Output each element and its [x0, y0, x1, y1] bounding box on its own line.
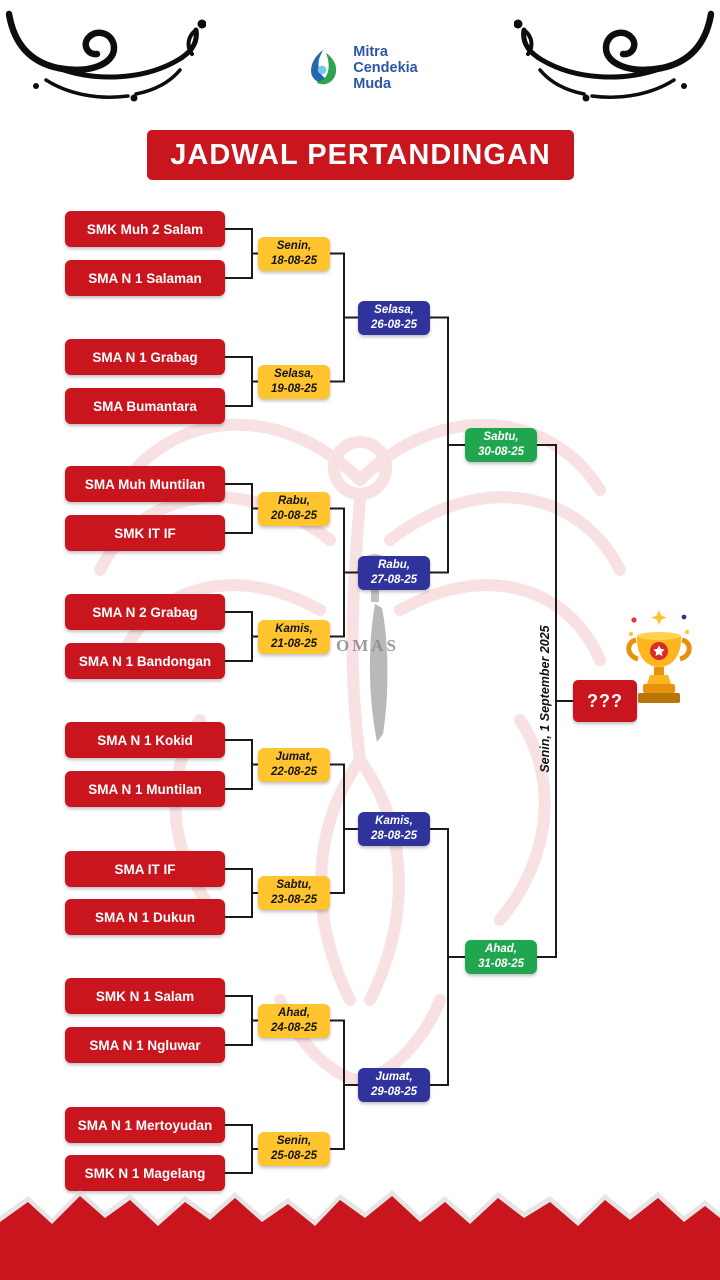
torn-paper-edge [0, 1190, 720, 1280]
logo-drop-icon [311, 50, 337, 85]
team-box: SMA N 1 Bandongan [65, 643, 225, 679]
match-day: Jumat, [275, 751, 313, 764]
match-day: Sabtu, [276, 879, 312, 892]
match-date: 23-08-25 [270, 894, 318, 906]
logo-line: Mitra [353, 44, 388, 60]
team-box: SMK Muh 2 Salam [65, 211, 225, 247]
team-box: SMA Muh Muntilan [65, 466, 225, 502]
semifinal-date-box: Sabtu, 30-08-25 [465, 428, 537, 462]
round2-date-box: Rabu, 27-08-25 [358, 556, 430, 590]
match-day: Kamis, [275, 623, 313, 636]
match-date: 21-08-25 [270, 638, 318, 650]
final-date-label: Senin, 1 September 2025 [538, 625, 552, 773]
match-date-box: Ahad, 24-08-25 [258, 1004, 330, 1038]
match-day: Ahad, [485, 943, 517, 956]
logo-line: Muda [353, 76, 392, 93]
trophy-icon [626, 610, 692, 703]
logo: Mitra Cendekia Muda [0, 44, 720, 93]
emblem-watermark-text: OMAS [336, 636, 399, 655]
round2-date-box: Jumat, 29-08-25 [358, 1068, 430, 1102]
flourish-icon [514, 10, 714, 102]
match-date-box: Jumat, 22-08-25 [258, 748, 330, 782]
match-date: 24-08-25 [270, 1022, 318, 1034]
team-box: SMK N 1 Magelang [65, 1155, 225, 1191]
match-day: Ahad, [278, 1007, 310, 1020]
semifinal-date-box: Ahad, 31-08-25 [465, 940, 537, 974]
match-date: 20-08-25 [270, 510, 318, 522]
team-box: SMA N 1 Muntilan [65, 771, 225, 807]
flourish-icon [6, 10, 206, 102]
page-title: JADWAL PERTANDINGAN [170, 138, 551, 171]
champion-box: ??? [573, 680, 637, 722]
team-box: SMK IT IF [65, 515, 225, 551]
match-date: 29-08-25 [370, 1086, 418, 1098]
match-date: 22-08-25 [270, 766, 318, 778]
team-box: SMA N 1 Ngluwar [65, 1027, 225, 1063]
match-day: Selasa, [374, 304, 414, 317]
match-date: 26-08-25 [370, 319, 418, 331]
round2-date-box: Selasa, 26-08-25 [358, 301, 430, 335]
team-box: SMA N 1 Dukun [65, 899, 225, 935]
team-box: SMA N 1 Kokid [65, 722, 225, 758]
trophy-sparkles [629, 610, 689, 636]
match-date-box: Senin, 18-08-25 [258, 237, 330, 271]
match-date-box: Senin, 25-08-25 [258, 1132, 330, 1166]
team-box: SMA N 1 Grabag [65, 339, 225, 375]
match-day: Senin, [276, 240, 312, 253]
title-banner: JADWAL PERTANDINGAN [147, 130, 574, 180]
match-day: Selasa, [274, 368, 314, 381]
match-date: 27-08-25 [370, 574, 418, 586]
logo-text: Mitra Cendekia Muda [353, 44, 417, 93]
team-box: SMK N 1 Salam [65, 978, 225, 1014]
match-date: 28-08-25 [370, 830, 418, 842]
team-box: SMA IT IF [65, 851, 225, 887]
match-date-box: Selasa, 19-08-25 [258, 365, 330, 399]
match-date: 18-08-25 [270, 255, 318, 267]
match-day: Kamis, [375, 815, 413, 828]
team-box: SMA N 1 Mertoyudan [65, 1107, 225, 1143]
match-day: Rabu, [278, 495, 310, 508]
match-date: 25-08-25 [270, 1150, 318, 1162]
match-date-box: Sabtu, 23-08-25 [258, 876, 330, 910]
logo-line: Cendekia [353, 60, 418, 77]
match-date-box: Rabu, 20-08-25 [258, 492, 330, 526]
team-box: SMA N 1 Salaman [65, 260, 225, 296]
match-day: Senin, [276, 1135, 312, 1148]
match-date-box: Kamis, 21-08-25 [258, 620, 330, 654]
match-date: 31-08-25 [477, 958, 525, 970]
match-date: 30-08-25 [477, 446, 525, 458]
match-date: 19-08-25 [270, 383, 318, 395]
match-day: Jumat, [375, 1071, 413, 1084]
champion-placeholder: ??? [587, 690, 623, 711]
team-box: SMA Bumantara [65, 388, 225, 424]
team-box: SMA N 2 Grabag [65, 594, 225, 630]
match-day: Rabu, [378, 559, 410, 572]
round2-date-box: Kamis, 28-08-25 [358, 812, 430, 846]
match-day: Sabtu, [483, 431, 519, 444]
